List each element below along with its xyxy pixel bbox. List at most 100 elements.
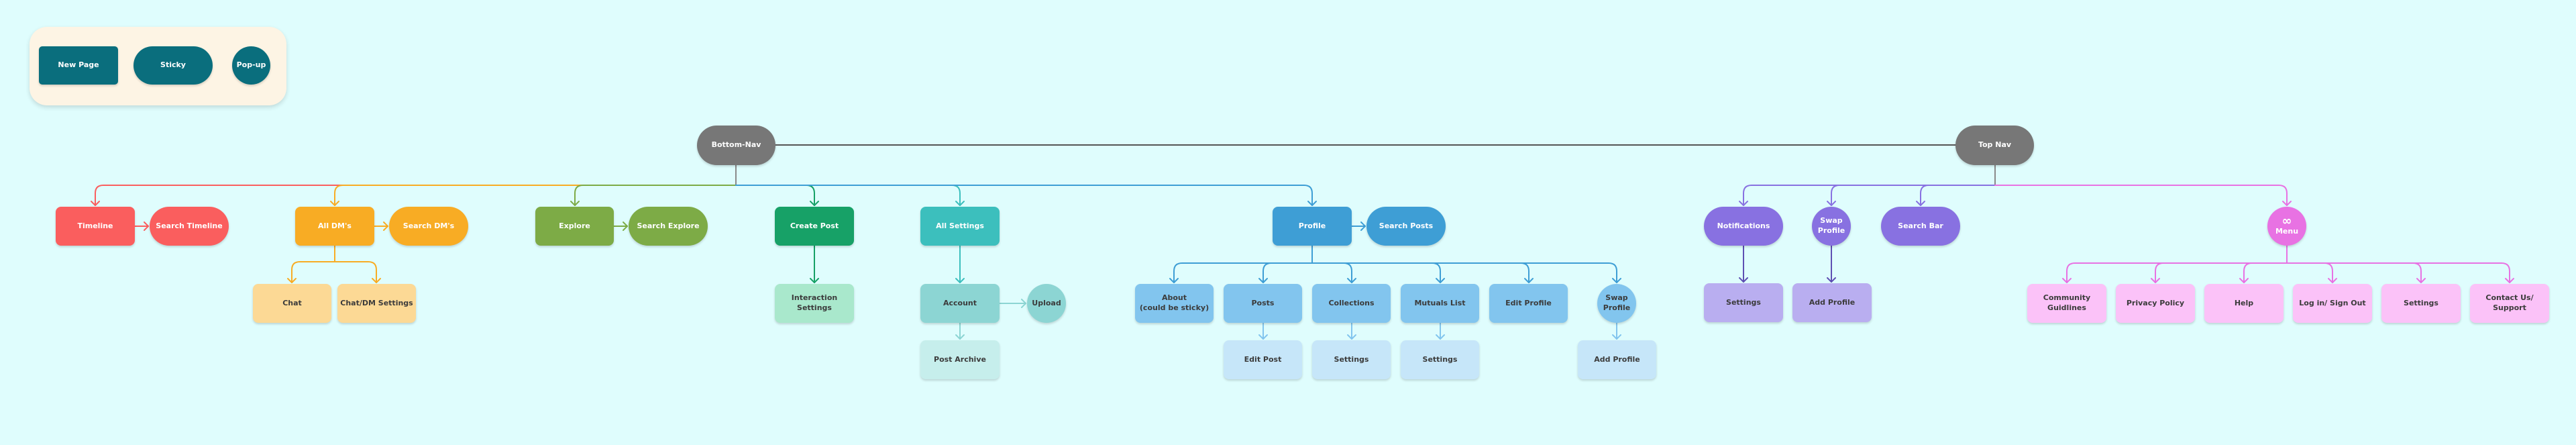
branch-swap xyxy=(1831,185,1996,206)
arrowhead xyxy=(1612,278,1621,283)
arrowhead xyxy=(810,278,819,283)
arrowhead xyxy=(1258,334,1268,340)
branch-timeline xyxy=(95,185,737,206)
search-dms-node: Search DM's xyxy=(389,207,468,246)
arrowhead xyxy=(1916,201,1925,206)
all-settings-node: All Settings xyxy=(920,207,1000,246)
search-posts-node: Search Posts xyxy=(1366,207,1446,246)
legend-popup: Pop-up xyxy=(232,46,270,85)
menu-node: ∞ Menu xyxy=(2267,207,2306,246)
mutuals-settings-node: Settings xyxy=(1401,340,1479,379)
arrowhead xyxy=(1436,334,1445,340)
arrowhead xyxy=(2062,278,2072,283)
privacy-policy-node: Privacy Policy xyxy=(2116,284,2195,323)
upload-node: Upload xyxy=(1027,284,1066,323)
arrowhead xyxy=(1360,221,1366,231)
all-dms-node: All DM's xyxy=(295,207,374,246)
swap-profile-top-node: Swap Profile xyxy=(1812,207,1851,246)
arrowhead xyxy=(2416,278,2426,283)
arrowhead xyxy=(1827,201,1836,206)
branch-chat xyxy=(291,261,335,283)
about-node: About (could be sticky) xyxy=(1135,284,1214,323)
menu-settings-node: Settings xyxy=(2381,284,2461,323)
arrowhead xyxy=(2239,278,2249,283)
arrowhead xyxy=(1307,201,1317,206)
branch-menu-child-5 xyxy=(2286,262,2510,283)
branch-chat-settings xyxy=(334,261,377,283)
branch-menu-child-1 xyxy=(2155,262,2288,283)
edit-profile-node: Edit Profile xyxy=(1489,284,1568,323)
arrowhead xyxy=(330,201,339,206)
branch-profile-child-5 xyxy=(1311,262,1617,283)
add-profile-top-node: Add Profile xyxy=(1792,283,1872,322)
arrowhead xyxy=(570,201,580,206)
arrowhead xyxy=(2505,278,2514,283)
mutuals-list-node: Mutuals List xyxy=(1401,284,1479,323)
explore-node: Explore xyxy=(535,207,614,246)
add-profile-bottom-node: Add Profile xyxy=(1578,340,1656,379)
infinity-icon: ∞ xyxy=(2282,213,2292,228)
community-guidelines-node: Community Guidlines xyxy=(2027,284,2106,323)
arrowhead xyxy=(1612,334,1621,340)
branch-profile xyxy=(735,185,1313,206)
posts-node: Posts xyxy=(1224,284,1302,323)
legend-panel: New Page Sticky Pop-up xyxy=(30,27,286,105)
help-node: Help xyxy=(2204,284,2284,323)
branch-menu xyxy=(1994,185,2288,206)
branch-profile-child-4 xyxy=(1311,262,1529,283)
branch-explore xyxy=(574,185,737,206)
arrowhead xyxy=(1436,278,1445,283)
branch-menu-child-3 xyxy=(2286,262,2333,283)
arrowhead xyxy=(383,221,388,231)
branch-profile-child-0 xyxy=(1173,262,1313,283)
search-bar-node: Search Bar xyxy=(1881,207,1960,246)
arrowhead xyxy=(372,278,381,283)
arrowhead xyxy=(287,278,297,283)
notifications-node: Notifications xyxy=(1704,207,1783,246)
arrowhead xyxy=(1524,278,1534,283)
top-nav-node: Top Nav xyxy=(1955,126,2034,165)
chat-dm-settings-node: Chat/DM Settings xyxy=(337,284,416,323)
branch-create xyxy=(735,185,815,206)
arrowhead xyxy=(2328,278,2337,283)
branch-menu-child-4 xyxy=(2286,262,2422,283)
arrowhead xyxy=(1021,299,1026,308)
collections-node: Collections xyxy=(1312,284,1391,323)
login-signout-node: Log in/ Sign Out xyxy=(2293,284,2372,323)
interaction-settings-node: Interaction Settings xyxy=(775,284,854,323)
bottom-nav-node: Bottom-Nav xyxy=(697,126,775,165)
branch-profile-child-2 xyxy=(1311,262,1352,283)
arrowhead xyxy=(955,278,965,283)
search-timeline-node: Search Timeline xyxy=(150,207,229,246)
branch-menu-child-0 xyxy=(2066,262,2288,283)
branch-profile-child-3 xyxy=(1311,262,1441,283)
arrowhead xyxy=(1739,277,1748,283)
branch-notifications xyxy=(1743,185,1996,206)
swap-profile-bottom-node: Swap Profile xyxy=(1597,284,1636,323)
arrowhead xyxy=(1347,278,1356,283)
menu-label: Menu xyxy=(2275,226,2299,236)
edit-post-node: Edit Post xyxy=(1224,340,1302,379)
arrowhead xyxy=(1827,277,1836,283)
branch-dms xyxy=(334,185,737,206)
branch-settings xyxy=(735,185,961,206)
profile-node: Profile xyxy=(1273,207,1352,246)
collections-settings-node: Settings xyxy=(1312,340,1391,379)
arrowhead xyxy=(1169,278,1179,283)
arrowhead xyxy=(623,221,628,231)
chat-node: Chat xyxy=(253,284,331,323)
post-archive-node: Post Archive xyxy=(920,340,1000,379)
branch-search-bar xyxy=(1920,185,1996,206)
arrowhead xyxy=(91,201,100,206)
arrowhead xyxy=(955,201,965,206)
arrowhead xyxy=(810,201,819,206)
create-post-node: Create Post xyxy=(775,207,854,246)
account-node: Account xyxy=(920,284,1000,323)
timeline-node: Timeline xyxy=(56,207,135,246)
search-explore-node: Search Explore xyxy=(629,207,708,246)
notifications-settings-node: Settings xyxy=(1704,283,1783,322)
arrowhead xyxy=(1739,201,1748,206)
arrowhead xyxy=(2282,201,2292,206)
arrowhead xyxy=(1258,278,1268,283)
legend-new-page: New Page xyxy=(39,46,118,85)
